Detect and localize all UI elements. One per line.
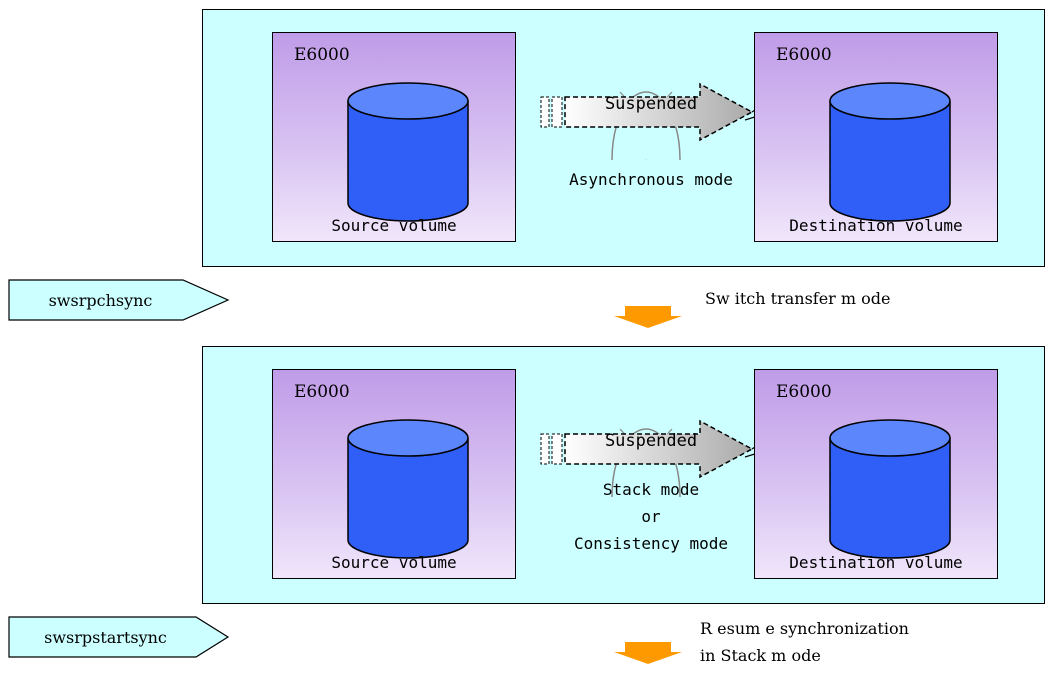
destination-storage-name: E6000 bbox=[776, 382, 832, 402]
transfer-mode-label: Stack mode bbox=[602, 480, 700, 499]
destination-volume-label: Destination volume bbox=[789, 216, 963, 235]
source-storage-name: E6000 bbox=[294, 45, 350, 65]
command-label: swsrpchsync bbox=[48, 290, 153, 310]
down-arrow-icon bbox=[614, 642, 682, 664]
source-volume-cylinder-icon bbox=[347, 82, 469, 222]
step-caption-line: in Stack m ode bbox=[700, 646, 821, 665]
replication-panel-before: E6000 Source volume Suspended Asynchrono… bbox=[202, 9, 1045, 267]
command-pentagon-shape bbox=[8, 616, 230, 658]
suspended-arrow-shape bbox=[540, 82, 758, 160]
source-storage-name: E6000 bbox=[294, 382, 350, 402]
replication-panel-after: E6000 Source volume Suspended Stack mode… bbox=[202, 346, 1045, 604]
command-pentagon-shape bbox=[8, 279, 230, 321]
step-caption-line: R esum e synchronization bbox=[700, 619, 909, 638]
destination-volume-cylinder-icon bbox=[829, 82, 951, 222]
step-caption-line: Sw itch transfer m ode bbox=[705, 289, 891, 308]
source-volume-cylinder-icon bbox=[347, 419, 469, 559]
suspended-status-label: Suspended bbox=[604, 94, 698, 114]
command-swsrpstartsync: swsrpstartsync bbox=[8, 616, 230, 658]
destination-storage-box: E6000 Destination volume bbox=[754, 369, 998, 579]
step-caption: Sw itch transfer m ode bbox=[705, 285, 891, 312]
transfer-mode-label: or bbox=[641, 507, 661, 526]
down-arrow-icon bbox=[614, 306, 682, 328]
command-label: swsrpstartsync bbox=[44, 627, 167, 647]
destination-volume-cylinder-icon bbox=[829, 419, 951, 559]
step-caption: R esum e synchronization in Stack m ode bbox=[700, 615, 909, 669]
command-swsrpchsync: swsrpchsync bbox=[8, 279, 230, 321]
source-volume-label: Source volume bbox=[331, 216, 457, 235]
suspended-status-label: Suspended bbox=[604, 431, 698, 451]
destination-storage-box: E6000 Destination volume bbox=[754, 32, 998, 242]
destination-storage-name: E6000 bbox=[776, 45, 832, 65]
source-volume-label: Source volume bbox=[331, 553, 457, 572]
transfer-mode-label: Asynchronous mode bbox=[569, 170, 733, 189]
source-storage-box: E6000 Source volume bbox=[272, 32, 516, 242]
destination-volume-label: Destination volume bbox=[789, 553, 963, 572]
transfer-mode-label: Consistency mode bbox=[573, 534, 729, 553]
source-storage-box: E6000 Source volume bbox=[272, 369, 516, 579]
suspended-arrow-shape bbox=[540, 419, 758, 497]
